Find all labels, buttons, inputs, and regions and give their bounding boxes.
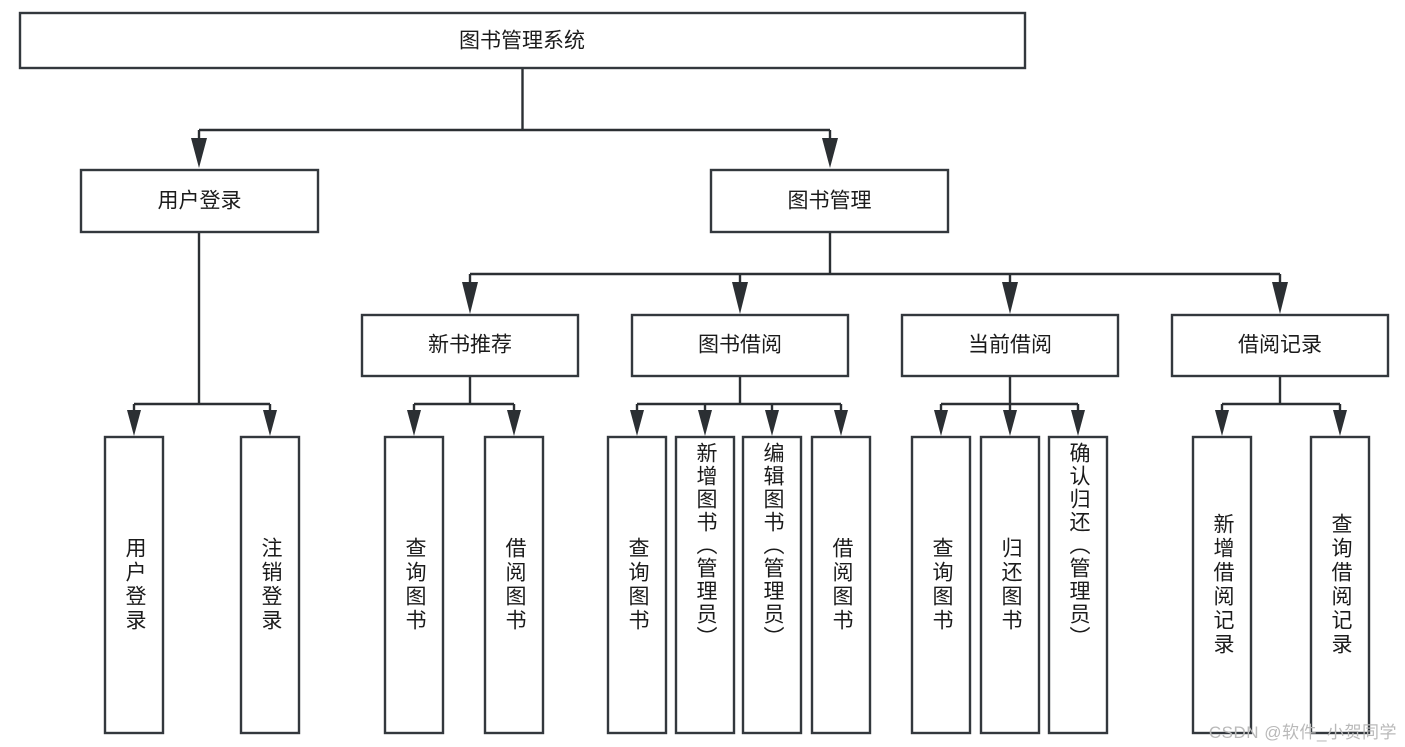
arrow-to-user-login [191,138,207,168]
node-borrow-records-box[interactable] [1170,313,1390,378]
connector-bookborrow-to-leaves [630,376,848,436]
node-book-management-box[interactable] [709,168,950,234]
connector-currentborrow-to-leaves [934,376,1085,436]
node-book-borrow-label: 图书借阅 [698,334,782,357]
node-new-book-recommend-box[interactable] [360,313,580,378]
leaf-box[interactable] [1191,435,1253,735]
arrow-to-level2 [462,282,478,314]
leaf-new-book-1[interactable] [383,435,445,735]
arrow-to-leaf [1003,410,1017,436]
arrow-to-leaf [507,410,521,436]
leaf-user-login-1[interactable] [103,435,165,735]
leaf-box[interactable] [103,435,165,735]
leaf-box[interactable] [979,435,1041,735]
leaf-borrow-record-2[interactable] [1309,435,1371,735]
arrow-to-level2 [732,282,748,314]
node-borrow-records-label: 借阅记录 [1238,334,1322,357]
leaf-book-borrow-4[interactable] [810,435,872,735]
node-borrow-records[interactable]: 借阅记录 [1170,313,1390,378]
node-root[interactable]: 图书管理系统 [18,11,1027,70]
arrow-to-leaf [1071,410,1085,436]
arrow-to-leaf [765,410,779,436]
leaf-label-borrow-record-2: 查询借阅记录 [1329,513,1352,657]
arrow-to-leaf [407,410,421,436]
leaf-new-book-2[interactable] [483,435,545,735]
node-root-label: 图书管理系统 [459,30,585,53]
connector-userlogin-to-leaves [127,232,277,436]
leaf-label-user-login-2: 注销登录 [259,537,282,633]
node-current-borrow[interactable]: 当前借阅 [900,313,1120,378]
leaf-label-book-borrow-4: 借阅图书 [830,537,853,633]
arrow-to-leaf [263,410,277,436]
leaf-label-new-book-1: 查询图书 [403,537,426,633]
leaf-box[interactable] [383,435,445,735]
node-book-management-label: 图书管理 [788,190,872,213]
leaf-label-book-borrow-1: 查询图书 [626,537,649,633]
arrow-to-level2 [1002,282,1018,314]
leaf-current-borrow-2[interactable] [979,435,1041,735]
node-root-box[interactable] [18,11,1027,70]
node-user-login-box[interactable] [79,168,320,234]
leaf-label-current-borrow-1: 查询图书 [930,537,953,633]
connector-borrowrecord-to-leaves [1215,376,1347,436]
leaf-current-borrow-1[interactable] [910,435,972,735]
connector-bookmgmt-to-level2 [462,232,1288,314]
leaf-book-borrow-3[interactable] [741,435,803,735]
arrow-to-leaf [1333,410,1347,436]
leaf-book-borrow-1[interactable] [606,435,668,735]
leaf-box[interactable] [483,435,545,735]
leaf-label-book-borrow-2: 新增图书（管理员） [694,442,717,649]
leaf-box[interactable] [1047,435,1109,735]
leaf-current-borrow-3[interactable] [1047,435,1109,735]
arrow-to-leaf [834,410,848,436]
node-book-borrow[interactable]: 图书借阅 [630,313,850,378]
leaf-label-current-borrow-3: 确认归还（管理员） [1067,442,1090,649]
arrow-to-leaf [934,410,948,436]
leaf-box[interactable] [1309,435,1371,735]
leaf-label-user-login-1: 用户登录 [123,537,146,633]
leaf-box[interactable] [606,435,668,735]
watermark-text: CSDN @软件_小贺同学 [1208,723,1397,742]
leaf-label-new-book-2: 借阅图书 [503,537,526,633]
node-current-borrow-label: 当前借阅 [968,334,1052,357]
leaf-box[interactable] [674,435,736,735]
node-user-login[interactable]: 用户登录 [79,168,320,234]
node-book-management[interactable]: 图书管理 [709,168,950,234]
node-book-borrow-box[interactable] [630,313,850,378]
node-new-book-recommend[interactable]: 新书推荐 [360,313,580,378]
node-current-borrow-box[interactable] [900,313,1120,378]
leaf-user-login-2[interactable] [239,435,301,735]
leaf-box[interactable] [741,435,803,735]
node-user-login-label: 用户登录 [158,190,242,213]
leaf-box[interactable] [239,435,301,735]
arrow-to-leaf [698,410,712,436]
leaf-book-borrow-2[interactable] [674,435,736,735]
leaf-label-borrow-record-1: 新增借阅记录 [1211,513,1234,657]
node-new-book-recommend-label: 新书推荐 [428,334,512,357]
arrow-to-leaf [1215,410,1229,436]
leaf-label-book-borrow-3: 编辑图书（管理员） [761,442,784,649]
leaf-label-current-borrow-2: 归还图书 [999,537,1022,633]
arrow-to-leaf [630,410,644,436]
leaf-box[interactable] [810,435,872,735]
connector-root-to-level1 [191,68,838,168]
leaf-borrow-record-1[interactable] [1191,435,1253,735]
arrow-to-leaf [127,410,141,436]
arrow-to-book-management [822,138,838,168]
arrow-to-level2 [1272,282,1288,314]
connector-newbook-to-leaves [407,376,521,436]
leaf-box[interactable] [910,435,972,735]
